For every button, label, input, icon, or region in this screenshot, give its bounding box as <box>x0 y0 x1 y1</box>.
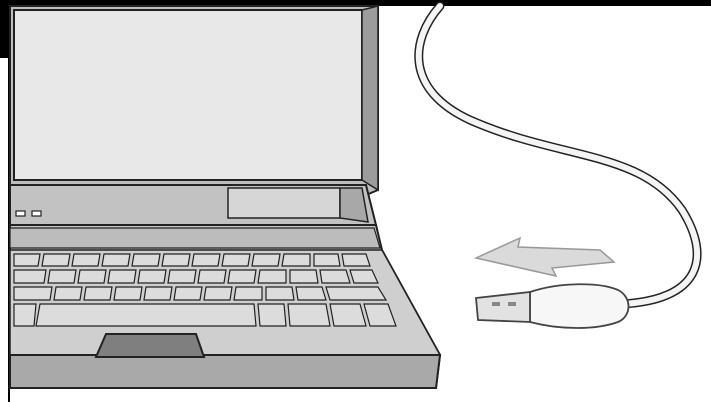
hinge-panel <box>228 188 340 218</box>
usb-connector-tip <box>476 292 530 322</box>
indicator-light-icon <box>32 211 41 216</box>
usb-pin-icon <box>492 302 500 306</box>
insert-direction-arrow-icon <box>476 238 614 276</box>
usb-pin-icon <box>508 302 516 306</box>
touchpad <box>96 334 204 357</box>
laptop-lid <box>10 6 378 195</box>
laptop-hinge <box>10 185 376 225</box>
indicator-light-icon <box>16 211 25 216</box>
usb-plug <box>476 284 629 328</box>
laptop-screen <box>14 10 362 180</box>
